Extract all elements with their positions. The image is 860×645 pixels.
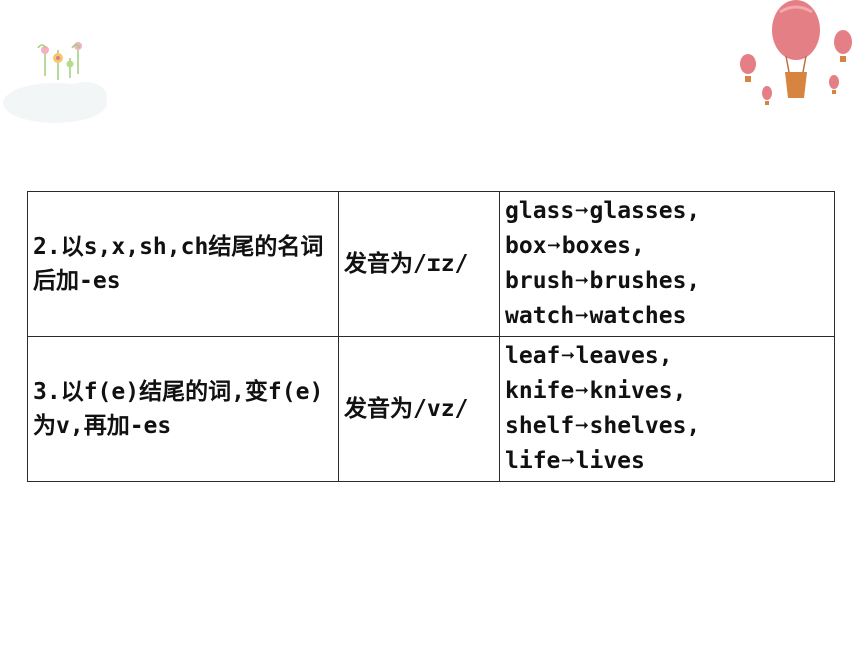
arrow-right-icon: ➞ bbox=[575, 269, 589, 294]
hot-air-balloon-icon bbox=[740, 0, 852, 105]
example-line: glass➞glasses, bbox=[505, 194, 829, 229]
example-singular: box bbox=[505, 233, 547, 259]
example-singular: shelf bbox=[505, 413, 575, 439]
examples-cell: glass➞glasses, box➞boxes, brush➞brushes,… bbox=[499, 191, 835, 337]
pronunciation-cell: 发音为/vz/ bbox=[338, 336, 500, 482]
example-line: box➞boxes, bbox=[505, 229, 829, 264]
example-plural: lives bbox=[575, 448, 645, 474]
example-singular: leaf bbox=[505, 343, 561, 369]
example-line: watch➞watches bbox=[505, 299, 829, 334]
example-plural: watches bbox=[589, 303, 687, 329]
arrow-right-icon: ➞ bbox=[575, 379, 589, 404]
arrow-right-icon: ➞ bbox=[575, 304, 589, 329]
example-singular: brush bbox=[505, 268, 575, 294]
example-plural: knives, bbox=[589, 378, 687, 404]
example-singular: life bbox=[505, 448, 561, 474]
example-line: leaf➞leaves, bbox=[505, 339, 829, 374]
pronunciation-cell: 发音为/ɪz/ bbox=[338, 191, 500, 337]
arrow-right-icon: ➞ bbox=[575, 199, 589, 224]
table-row: 3.以f(e)结尾的词,变f(e)为v,再加-es 发音为/vz/ leaf➞l… bbox=[27, 336, 835, 482]
rule-text: 3.以f(e)结尾的词,变f(e)为v,再加-es bbox=[33, 379, 324, 439]
pronunciation-text: 发音为/vz/ bbox=[344, 396, 469, 422]
example-line: knife➞knives, bbox=[505, 374, 829, 409]
example-plural: brushes, bbox=[589, 268, 701, 294]
rule-text: 2.以s,x,sh,ch结尾的名词后加-es bbox=[33, 234, 324, 294]
rule-cell: 3.以f(e)结尾的词,变f(e)为v,再加-es bbox=[27, 336, 339, 482]
example-plural: shelves, bbox=[589, 413, 701, 439]
arrow-right-icon: ➞ bbox=[561, 344, 575, 369]
arrow-right-icon: ➞ bbox=[547, 234, 561, 259]
example-singular: knife bbox=[505, 378, 575, 404]
arrow-right-icon: ➞ bbox=[561, 449, 575, 474]
example-plural: leaves, bbox=[575, 343, 673, 369]
example-plural: boxes, bbox=[561, 233, 645, 259]
example-line: shelf➞shelves, bbox=[505, 409, 829, 444]
pronunciation-text: 发音为/ɪz/ bbox=[344, 251, 469, 277]
example-line: life➞lives bbox=[505, 444, 829, 479]
example-singular: watch bbox=[505, 303, 575, 329]
plural-rules-table: 2.以s,x,sh,ch结尾的名词后加-es 发音为/ɪz/ glass➞gla… bbox=[27, 191, 835, 482]
table-row: 2.以s,x,sh,ch结尾的名词后加-es 发音为/ɪz/ glass➞gla… bbox=[27, 191, 835, 337]
example-line: brush➞brushes, bbox=[505, 264, 829, 299]
example-plural: glasses, bbox=[589, 198, 701, 224]
rule-cell: 2.以s,x,sh,ch结尾的名词后加-es bbox=[27, 191, 339, 337]
examples-cell: leaf➞leaves, knife➞knives, shelf➞shelves… bbox=[499, 336, 835, 482]
arrow-right-icon: ➞ bbox=[575, 414, 589, 439]
example-singular: glass bbox=[505, 198, 575, 224]
flower-cloud-icon bbox=[3, 42, 107, 123]
